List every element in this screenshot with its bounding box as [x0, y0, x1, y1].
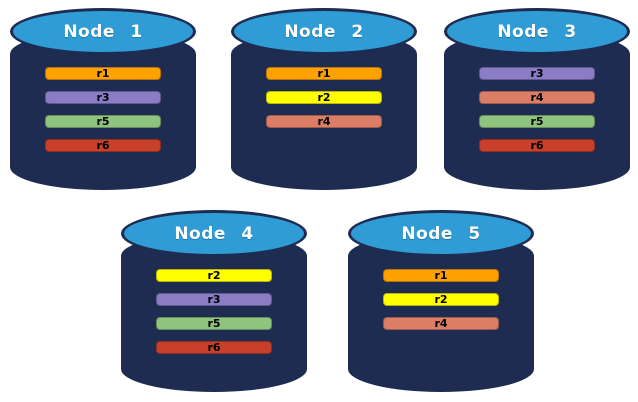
resource-bar: r6	[156, 341, 272, 354]
resource-bar: r2	[156, 269, 272, 282]
resource-bar-label: r1	[317, 67, 331, 80]
resource-bar-label: r3	[96, 91, 110, 104]
resource-bar: r2	[266, 91, 382, 104]
resource-bar-label: r4	[530, 91, 544, 104]
resource-bar-label: r3	[207, 293, 221, 306]
node-label: Node 3	[497, 21, 577, 42]
resource-bar-list: r1 r2 r4	[266, 67, 382, 128]
node-label: Node 1	[63, 21, 143, 42]
resource-bar-label: r5	[530, 115, 544, 128]
resource-bar-list: r1 r2 r4	[383, 269, 499, 330]
node-cylinder: Node 3 r3 r4 r5 r6	[444, 8, 630, 190]
cylinder-body	[231, 31, 417, 190]
resource-bar: r2	[383, 293, 499, 306]
resource-bar: r1	[45, 67, 161, 80]
resource-bar: r6	[479, 139, 595, 152]
node-cylinder: Node 2 r1 r2 r4	[231, 8, 417, 190]
resource-bar-label: r2	[207, 269, 221, 282]
cylinder-body	[10, 31, 196, 190]
node-cylinder: Node 4 r2 r3 r5 r6	[121, 210, 307, 392]
resource-bar-list: r1 r3 r5 r6	[45, 67, 161, 152]
node-label: Node 4	[174, 223, 254, 244]
cylinder-top-ellipse: Node 5	[348, 210, 534, 257]
resource-bar-label: r6	[530, 139, 544, 152]
resource-bar: r3	[479, 67, 595, 80]
resource-bar: r4	[266, 115, 382, 128]
resource-bar-list: r2 r3 r5 r6	[156, 269, 272, 354]
cylinder-body	[444, 31, 630, 190]
resource-bar-label: r6	[96, 139, 110, 152]
cylinder-body	[121, 233, 307, 392]
resource-bar-label: r5	[207, 317, 221, 330]
node-label: Node 5	[401, 223, 481, 244]
resource-bar: r1	[383, 269, 499, 282]
resource-bar-label: r3	[530, 67, 544, 80]
resource-bar-label: r6	[207, 341, 221, 354]
resource-bar-label: r4	[434, 317, 448, 330]
resource-bar-label: r1	[96, 67, 110, 80]
node-cylinder: Node 5 r1 r2 r4	[348, 210, 534, 392]
resource-bar-label: r5	[96, 115, 110, 128]
cylinder-top-ellipse: Node 2	[231, 8, 417, 55]
resource-bar-label: r1	[434, 269, 448, 282]
cylinder-top-ellipse: Node 3	[444, 8, 630, 55]
resource-bar: r5	[156, 317, 272, 330]
resource-bar: r1	[266, 67, 382, 80]
node-label: Node 2	[284, 21, 364, 42]
resource-bar-label: r2	[434, 293, 448, 306]
resource-bar: r3	[156, 293, 272, 306]
cylinder-top-ellipse: Node 4	[121, 210, 307, 257]
node-cylinder: Node 1 r1 r3 r5 r6	[10, 8, 196, 190]
resource-bar-label: r4	[317, 115, 331, 128]
cylinder-top-ellipse: Node 1	[10, 8, 196, 55]
resource-bar: r3	[45, 91, 161, 104]
resource-bar: r4	[479, 91, 595, 104]
cylinder-body	[348, 233, 534, 392]
resource-bar: r5	[479, 115, 595, 128]
resource-bar: r4	[383, 317, 499, 330]
resource-bar-label: r2	[317, 91, 331, 104]
resource-bar-list: r3 r4 r5 r6	[479, 67, 595, 152]
resource-bar: r5	[45, 115, 161, 128]
resource-bar: r6	[45, 139, 161, 152]
